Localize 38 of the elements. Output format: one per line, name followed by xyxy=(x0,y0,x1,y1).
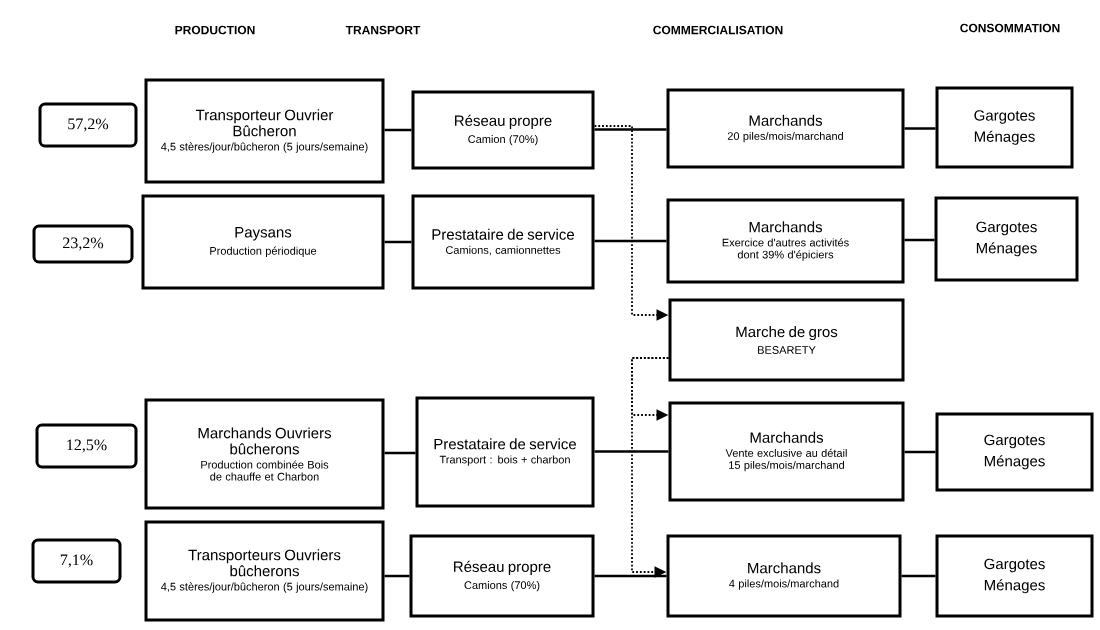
dotted-arrow xyxy=(631,357,670,578)
consumer-box: Gargotes Ménages xyxy=(935,86,1074,169)
process-box: Marchands Exercice d'autres activités dont 39% d'épiciers xyxy=(666,198,905,284)
process-box: Marchands 20 piles/mois/marchand xyxy=(666,88,905,169)
column-heading: CONSOMMATION xyxy=(960,23,1060,33)
process-box: Réseau propre Camions (70%) xyxy=(409,534,595,618)
process-box: Marchands Ouvriers bûcherons Production combinée Bois de chauffe et Charbon xyxy=(144,398,385,510)
process-box: Prestataire de service Camions, camionnettes xyxy=(411,194,595,290)
column-heading: COMMERCIALISATION xyxy=(653,25,783,35)
percentage-box: 7,1% xyxy=(31,538,122,584)
process-box: Prestataire de service Transport : bois + charbon xyxy=(415,396,595,508)
connector-line xyxy=(901,574,936,578)
connector-line xyxy=(594,239,667,243)
process-box: Marchands 4 piles/mois/marchand xyxy=(666,534,902,618)
process-box: Réseau propre Camion (70%) xyxy=(411,90,595,170)
percentage-box: 12,5% xyxy=(35,423,138,469)
column-heading: PRODUCTION xyxy=(175,25,255,35)
connector-line xyxy=(384,128,412,132)
connector-line xyxy=(384,240,412,244)
connector-line xyxy=(904,238,935,242)
connector-line xyxy=(384,574,410,578)
consumer-box: Gargotes Ménages xyxy=(934,196,1079,282)
connector-line xyxy=(384,451,416,455)
connector-line xyxy=(594,128,667,131)
process-box: Paysans Production périodique xyxy=(141,194,385,290)
process-box: Marchands Vente exclusive au détail 15 piles/mois/marchand xyxy=(668,401,905,502)
connector-line xyxy=(904,450,936,454)
percentage-box: 57,2% xyxy=(38,102,138,148)
consumer-box: Gargotes Ménages xyxy=(935,412,1094,492)
connector-line xyxy=(594,574,667,578)
column-heading: TRANSPORT xyxy=(345,25,421,35)
percentage-box: 23,2% xyxy=(32,224,134,264)
consumer-box: Gargotes Ménages xyxy=(935,534,1094,618)
process-box: Marche de gros BESARETY xyxy=(668,298,905,382)
connector-line xyxy=(904,127,936,130)
process-box: Transporteurs Ouvriers bûcherons 4,5 stères/jour/bûcheron (5 jours/semaine) xyxy=(144,520,385,622)
process-box: Transporteur Ouvrier Bûcheron 4,5 stères/jour/bûcheron (5 jours/semaine) xyxy=(144,78,385,184)
connector-line xyxy=(594,450,669,453)
